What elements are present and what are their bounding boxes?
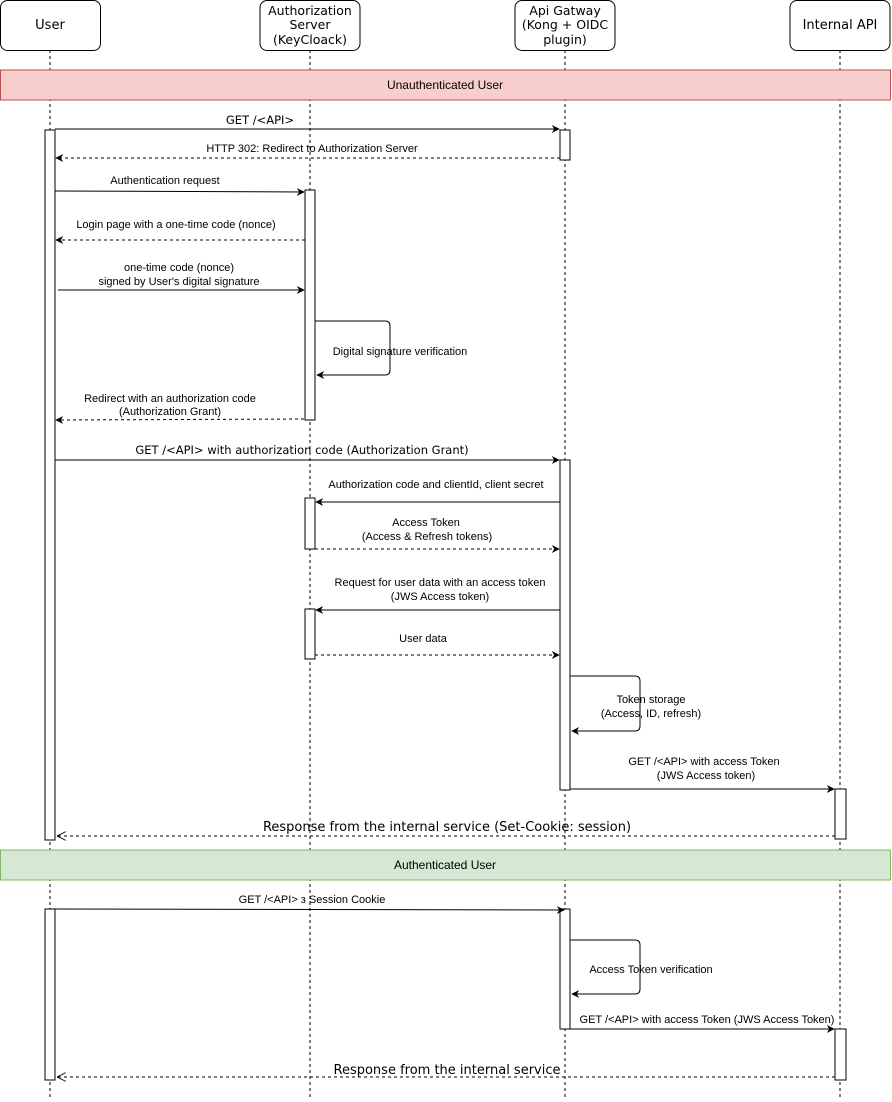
message-response-set-cookie: Response from the internal service (Set-… (58, 820, 835, 836)
activation-user-2 (44, 908, 56, 1081)
actor-auth-label-line1: Authorization (268, 3, 352, 18)
frame-unauthenticated-label: Unauthenticated User (387, 78, 503, 92)
message-request-user-data-line1: Request for user data with an access tok… (335, 577, 546, 589)
message-authentication-request: Authentication request (54, 175, 305, 196)
activation-user-1 (44, 129, 56, 841)
message-get-api-jws-token: GET /<API> with access Token (JWS Access… (570, 1014, 835, 1033)
message-get-api-with-code: GET /<API> with authorization code (Auth… (55, 443, 560, 464)
actor-gateway-label-line1: Api Gatway (529, 3, 601, 18)
activation-gateway-2 (559, 459, 571, 791)
message-get-api-session-cookie-label: GET /<API> з Session Cookie (239, 894, 386, 906)
actor-internal-label: Internal API (803, 18, 878, 33)
message-redirect-line1: Redirect with an authorization code (84, 393, 256, 405)
message-http-302-label: HTTP 302: Redirect to Authorization Serv… (206, 143, 418, 155)
message-authorization-code-client-secret-label: Authorization code and clientId, client … (328, 479, 543, 491)
actor-gateway-label-line2: (Kong + OIDC (522, 17, 609, 32)
message-token-storage-line2: (Access, ID, refresh) (601, 708, 701, 720)
actor-api-gateway[interactable]: Api Gatway (Kong + OIDC plugin) (514, 0, 616, 51)
message-signature-verification-label: Digital signature verification (333, 346, 468, 358)
frame-unauthenticated[interactable]: Unauthenticated User (0, 69, 891, 101)
message-signed-nonce-line1: one-time code (nonce) (124, 262, 234, 274)
actor-internal-api[interactable]: Internal API (789, 0, 891, 51)
message-redirect-authorization-code: Redirect with an authorization code (Aut… (55, 393, 305, 424)
activation-internal-1 (834, 788, 847, 840)
activation-gateway-3 (559, 908, 571, 1030)
message-signed-nonce-line2: signed by User's digital signature (98, 276, 259, 288)
message-token-storage-line1: Token storage (616, 694, 685, 706)
message-access-token-verification-label: Access Token verification (589, 964, 712, 976)
message-get-api-access-token-line2: (JWS Access token) (657, 770, 755, 782)
message-login-page: Login page with a one-time code (nonce) (55, 219, 305, 244)
message-authentication-request-label: Authentication request (110, 175, 219, 187)
activation-auth-2 (304, 497, 316, 550)
message-user-data: User data (315, 633, 560, 659)
message-token-storage: Token storage (Access, ID, refresh) (570, 675, 701, 735)
message-response-internal: Response from the internal service (58, 1063, 835, 1078)
frame-authenticated-label: Authenticated User (394, 858, 496, 872)
frame-authenticated-box (0, 850, 891, 880)
message-access-token-line1: Access Token (392, 517, 460, 529)
message-signature-verification: Digital signature verification (315, 320, 468, 379)
actor-user-label: User (35, 18, 65, 33)
message-get-api: GET /<API> (55, 113, 560, 133)
message-response-internal-label: Response from the internal service (334, 1063, 561, 1078)
actor-auth-label-line2: Server (290, 17, 332, 32)
actor-auth-label-line3: (KeyCloack) (273, 32, 347, 47)
message-user-data-label: User data (399, 633, 448, 645)
activation-auth-1 (304, 189, 316, 421)
message-redirect-line2: (Authorization Grant) (119, 406, 221, 418)
actor-authorization-server[interactable]: Authorization Server (KeyCloack) (259, 0, 361, 51)
message-get-api-access-token-line1: GET /<API> with access Token (628, 756, 779, 768)
message-response-set-cookie-label: Response from the internal service (Set-… (263, 820, 631, 835)
message-http-302: HTTP 302: Redirect to Authorization Serv… (55, 143, 560, 162)
actor-user[interactable]: User (0, 0, 101, 51)
message-access-token: Access Token (Access & Refresh tokens) (315, 517, 560, 553)
message-signed-nonce: one-time code (nonce) signed by User's d… (58, 262, 305, 294)
activation-internal-2 (834, 1028, 847, 1081)
message-get-api-access-token: GET /<API> with access Token (JWS Access… (570, 756, 835, 793)
message-get-api-label: GET /<API> (226, 113, 294, 127)
activation-gateway-1 (559, 129, 571, 161)
message-access-token-verification: Access Token verification (570, 939, 713, 998)
frame-unauthenticated-box (0, 70, 891, 100)
message-access-token-line2: (Access & Refresh tokens) (362, 531, 492, 543)
frame-authenticated[interactable]: Authenticated User (0, 849, 891, 881)
activation-auth-3 (304, 608, 316, 660)
message-get-api-jws-token-label: GET /<API> with access Token (JWS Access… (580, 1014, 835, 1026)
message-get-api-with-code-label: GET /<API> with authorization code (Auth… (135, 443, 468, 457)
message-request-user-data-line2: (JWS Access token) (391, 591, 489, 603)
message-request-user-data: Request for user data with an access tok… (315, 577, 560, 614)
message-authorization-code-client-secret: Authorization code and clientId, client … (315, 479, 560, 506)
message-get-api-session-cookie: GET /<API> з Session Cookie (54, 894, 565, 914)
message-login-page-label: Login page with a one-time code (nonce) (76, 219, 275, 231)
actor-gateway-label-line3: plugin) (543, 32, 587, 47)
